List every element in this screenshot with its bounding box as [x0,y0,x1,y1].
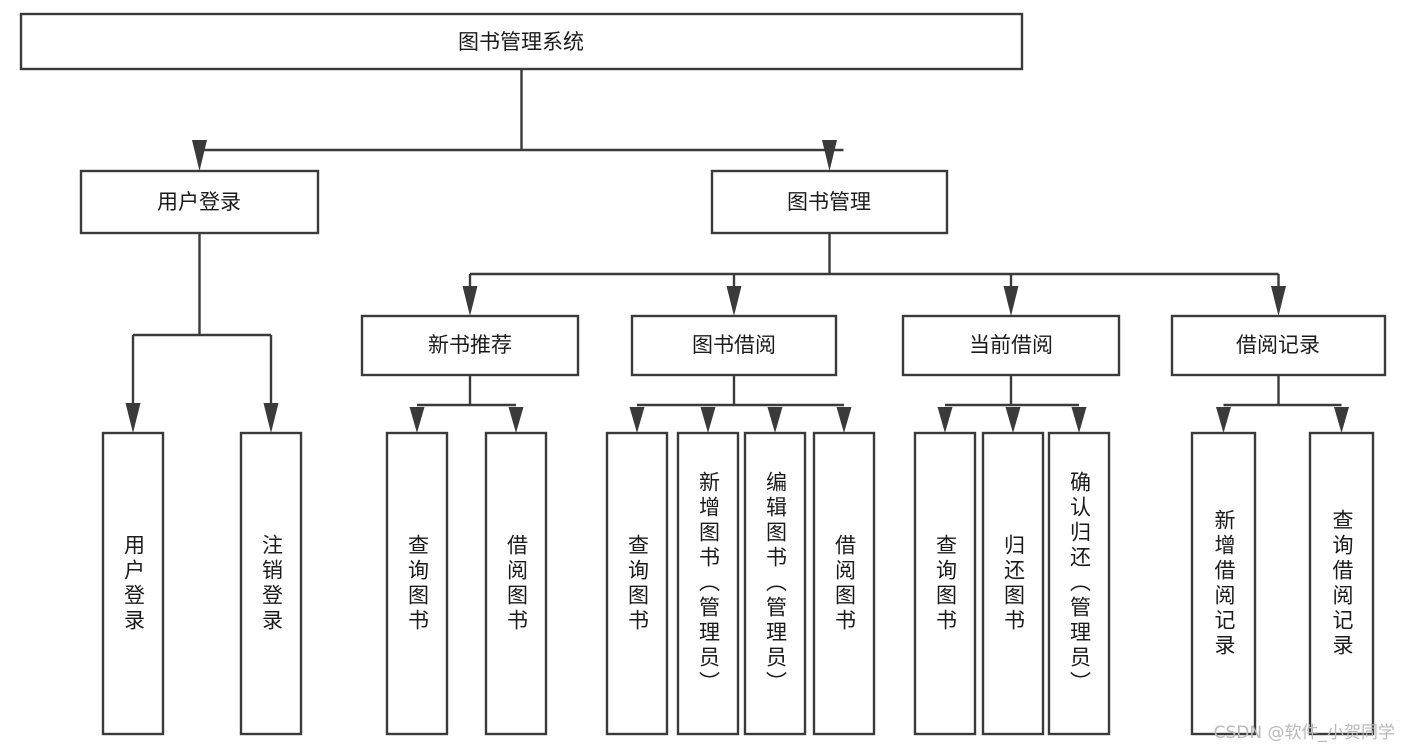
arrow-head-leaf-query-book-1 [409,407,425,433]
label-root: 图书管理系统 [458,30,584,54]
node-rects [19,12,1387,736]
connector-group-current-borrow [937,375,1087,433]
label-new-book-recommend: 新书推荐 [428,333,512,357]
node-new-book-recommend[interactable] [360,314,580,377]
arrow-head-leaf-add-record [1216,407,1231,433]
node-leaf-confirm-return[interactable] [1047,431,1111,736]
connector-group-root [192,69,844,171]
arrow-head-leaf-query-book-3 [937,407,953,433]
node-user-login[interactable] [79,169,320,235]
arrow-head-leaf-confirm-return [1071,407,1087,433]
node-book-manage[interactable] [710,169,949,235]
arrow-head-borrow-record [1271,286,1286,316]
label-borrow-record: 借阅记录 [1236,333,1320,357]
node-leaf-query-book-1[interactable] [385,431,449,736]
node-leaf-borrow-book-1[interactable] [484,431,548,736]
node-labels-horizontal: 图书管理系统 用户登录 图书管理 新书推荐 图书借阅 当前借阅 借阅记录 [157,30,1320,357]
node-leaf-user-logout[interactable] [239,431,303,736]
arrow-head-leaf-user-logout [263,403,279,433]
node-leaf-add-record[interactable] [1190,431,1257,736]
node-root[interactable] [19,12,1024,71]
label-user-login: 用户登录 [157,190,241,214]
connector-group-book-manage [462,233,1286,316]
arrow-head-leaf-add-book [700,407,716,433]
node-leaf-add-book[interactable] [676,431,740,736]
arrow-head-book-borrow [726,286,742,316]
connector-group-new-book-recommend [409,375,524,433]
node-leaf-borrow-book-2[interactable] [812,431,876,736]
arrow-head-current-borrow [1003,286,1019,316]
arrow-head-user-login [192,140,207,171]
label-book-manage: 图书管理 [787,190,871,214]
node-leaf-query-book-3[interactable] [913,431,977,736]
arrow-head-leaf-query-book-2 [629,407,645,433]
connector-group-book-borrow [629,375,852,433]
label-book-borrow: 图书借阅 [692,333,776,357]
node-leaf-return-book[interactable] [981,431,1045,736]
node-book-borrow[interactable] [630,314,838,377]
connector-group-user-login [125,233,279,433]
arrow-head-leaf-user-login [125,403,141,433]
node-leaf-query-book-2[interactable] [605,431,669,736]
arrow-head-book-manage [822,140,837,171]
arrow-head-leaf-borrow-book-1 [508,407,524,433]
arrow-head-leaf-return-book [1005,407,1021,433]
connector-group-borrow-record [1216,375,1349,433]
node-borrow-record[interactable] [1170,314,1387,377]
watermark-text: CSDN @软件_小贺同学 [1213,723,1395,743]
arrow-head-leaf-query-record [1334,407,1349,433]
arrow-head-leaf-borrow-book-2 [836,407,852,433]
arrow-head-new-book-recommend [462,286,478,316]
node-current-borrow[interactable] [901,314,1121,377]
label-current-borrow: 当前借阅 [969,333,1053,357]
arrow-head-leaf-edit-book [767,407,783,433]
node-leaf-edit-book[interactable] [743,431,807,736]
node-leaf-user-login[interactable] [101,431,165,736]
node-leaf-query-record[interactable] [1308,431,1375,736]
